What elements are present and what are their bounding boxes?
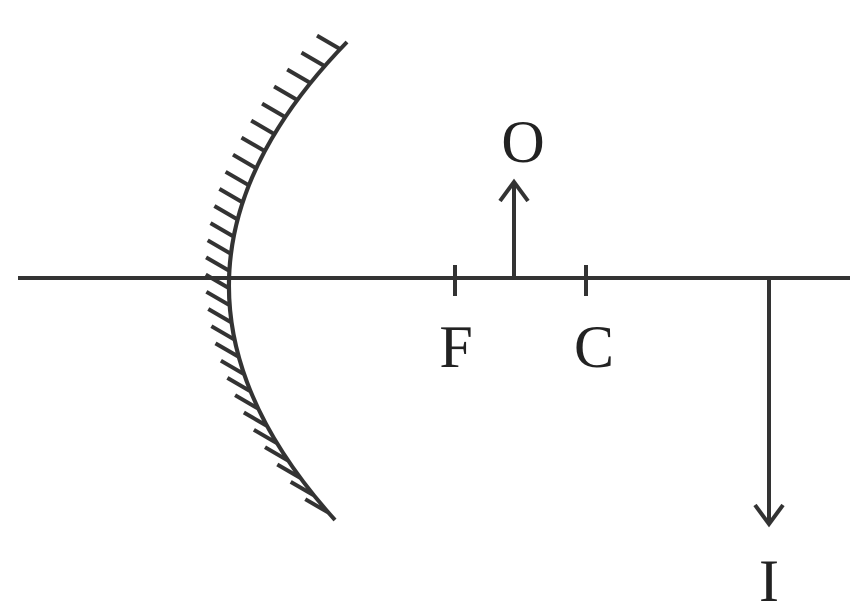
hatch-line xyxy=(231,152,258,170)
hatch-line xyxy=(213,204,239,222)
focus-label: F xyxy=(439,314,472,380)
hatch-line xyxy=(261,101,287,119)
hatch-line xyxy=(224,170,250,188)
hatch-line xyxy=(205,290,231,308)
hatch-line xyxy=(234,393,260,411)
hatch-line xyxy=(205,255,231,273)
hatch-line xyxy=(242,410,269,428)
image-arrow xyxy=(753,278,785,528)
hatch-line xyxy=(206,238,232,256)
hatch-line xyxy=(289,480,316,498)
hatch-line xyxy=(300,50,326,68)
hatch-line xyxy=(263,445,290,463)
hatch-line xyxy=(286,67,312,85)
hatch-line xyxy=(252,428,279,446)
hatch-line xyxy=(250,118,276,136)
hatch-line xyxy=(209,221,235,239)
hatch-line xyxy=(207,307,233,325)
hatch-line xyxy=(273,84,299,102)
hatch-line xyxy=(219,358,246,376)
image-label: I xyxy=(759,548,779,614)
hatch-line xyxy=(276,462,302,480)
hatch-line xyxy=(240,135,266,153)
hatch-line xyxy=(304,497,330,515)
hatch-line xyxy=(226,376,252,394)
hatch-line xyxy=(315,33,342,51)
hatch-line xyxy=(214,341,240,359)
hatch-line xyxy=(210,324,236,342)
center-label: C xyxy=(574,314,614,380)
hatch-line xyxy=(204,272,230,290)
hatch-line xyxy=(218,187,244,205)
concave-mirror xyxy=(226,40,349,522)
object-arrow xyxy=(498,178,530,278)
object-label: O xyxy=(501,109,544,175)
mirror-hatching xyxy=(204,33,342,515)
